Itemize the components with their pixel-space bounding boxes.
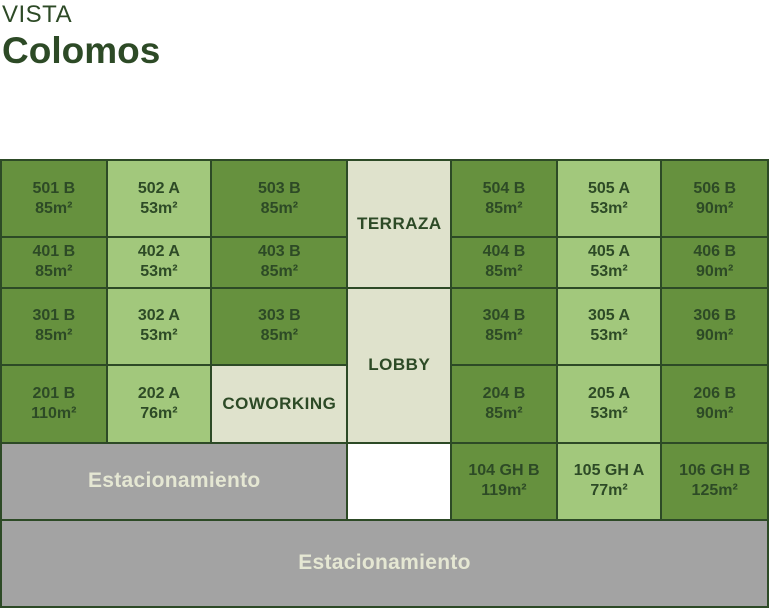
- unit-area: 85m²: [35, 327, 73, 345]
- unit-label: 305 A: [588, 307, 631, 325]
- unit-label: 403 B: [258, 243, 301, 261]
- unit-label: 205 A: [588, 384, 631, 402]
- unit-label: 304 B: [482, 307, 526, 325]
- unit-area: 53m²: [140, 327, 178, 345]
- unit-label: 201 B: [32, 384, 76, 402]
- unit-area: 53m²: [140, 263, 178, 281]
- unit-label: 406 B: [693, 243, 737, 261]
- unit-201[interactable]: 201 B 110m²: [2, 365, 106, 442]
- unit-area: 125m²: [691, 482, 738, 500]
- unit-401[interactable]: 401 B 85m²: [2, 238, 106, 287]
- unit-label: 505 A: [588, 179, 631, 197]
- unit-506[interactable]: 506 B 90m²: [662, 161, 767, 237]
- unit-area: 85m²: [260, 199, 299, 217]
- unit-area: 85m²: [35, 263, 73, 281]
- unit-area: 90m²: [696, 327, 734, 345]
- amenity-terraza[interactable]: TERRAZA: [348, 161, 451, 287]
- unit-302[interactable]: 302 A 53m²: [107, 288, 211, 364]
- unit-402[interactable]: 402 A 53m²: [107, 238, 211, 287]
- unit-label: 105 GH A: [573, 462, 645, 480]
- unit-area: 53m²: [590, 263, 628, 281]
- parking-label: Estacionamiento: [87, 469, 261, 493]
- unit-304[interactable]: 304 B 85m²: [452, 288, 556, 364]
- unit-label: 204 B: [482, 384, 526, 402]
- unit-306[interactable]: 306 B 90m²: [662, 288, 767, 364]
- unit-label: 506 B: [693, 179, 737, 197]
- unit-label: 106 GH B: [679, 462, 751, 480]
- unit-305[interactable]: 305 A 53m²: [557, 288, 661, 364]
- unit-area: 85m²: [485, 263, 523, 281]
- unit-label: 405 A: [588, 243, 631, 261]
- unit-206[interactable]: 206 B 90m²: [662, 365, 767, 442]
- empty-space: [348, 443, 451, 519]
- unit-label: 503 B: [258, 179, 301, 197]
- unit-area: 53m²: [590, 199, 628, 217]
- unit-301[interactable]: 301 B 85m²: [2, 288, 106, 364]
- unit-area: 85m²: [485, 404, 523, 422]
- unit-204[interactable]: 204 B 85m²: [452, 365, 556, 442]
- unit-label: 401 B: [32, 243, 76, 261]
- unit-105[interactable]: 105 GH A 77m²: [557, 443, 661, 519]
- unit-503[interactable]: 503 B 85m²: [212, 161, 347, 237]
- building-floor-plan: 501 B 85m² 502 A 53m² 503 B 85m² TERRAZA…: [0, 159, 769, 608]
- unit-area: 53m²: [590, 404, 628, 422]
- unit-area: 85m²: [485, 199, 523, 217]
- unit-area: 85m²: [260, 263, 299, 281]
- unit-403[interactable]: 403 B 85m²: [212, 238, 347, 287]
- unit-area: 85m²: [35, 199, 73, 217]
- header-title: Colomos: [2, 30, 161, 71]
- unit-area: 110m²: [31, 404, 77, 422]
- amenity-coworking[interactable]: COWORKING: [212, 365, 347, 442]
- unit-label: 504 B: [482, 179, 526, 197]
- parking-label: Estacionamiento: [298, 551, 471, 575]
- unit-label: 301 B: [32, 307, 76, 325]
- unit-area: 77m²: [590, 482, 628, 500]
- unit-406[interactable]: 406 B 90m²: [662, 238, 767, 287]
- amenity-label: COWORKING: [222, 393, 337, 413]
- unit-303[interactable]: 303 B 85m²: [212, 288, 347, 364]
- header-subtitle: VISTA: [2, 1, 73, 28]
- unit-area: 85m²: [260, 327, 299, 345]
- unit-area: 90m²: [696, 404, 734, 422]
- unit-area: 90m²: [696, 199, 734, 217]
- unit-405[interactable]: 405 A 53m²: [557, 238, 661, 287]
- parking-level-1[interactable]: Estacionamiento: [2, 443, 347, 519]
- unit-area: 53m²: [590, 327, 628, 345]
- unit-504[interactable]: 504 B 85m²: [452, 161, 556, 237]
- unit-501[interactable]: 501 B 85m²: [2, 161, 106, 237]
- parking-basement[interactable]: Estacionamiento: [2, 520, 767, 606]
- unit-502[interactable]: 502 A 53m²: [107, 161, 211, 237]
- unit-label: 402 A: [137, 243, 180, 261]
- amenity-lobby[interactable]: LOBBY: [348, 288, 451, 442]
- unit-label: 202 A: [137, 384, 180, 402]
- unit-104[interactable]: 104 GH B 119m²: [452, 443, 556, 519]
- unit-area: 85m²: [485, 327, 523, 345]
- unit-205[interactable]: 205 A 53m²: [557, 365, 661, 442]
- amenity-label: LOBBY: [368, 355, 431, 375]
- unit-label: 303 B: [258, 307, 301, 325]
- unit-label: 306 B: [693, 307, 737, 325]
- unit-label: 502 A: [137, 179, 180, 197]
- unit-404[interactable]: 404 B 85m²: [452, 238, 556, 287]
- unit-label: 302 A: [137, 307, 180, 325]
- amenity-label: TERRAZA: [356, 213, 442, 233]
- unit-label: 501 B: [32, 179, 76, 197]
- unit-area: 90m²: [696, 263, 734, 281]
- unit-area: 76m²: [140, 404, 178, 422]
- unit-area: 119m²: [481, 482, 527, 500]
- unit-505[interactable]: 505 A 53m²: [557, 161, 661, 237]
- unit-area: 53m²: [140, 199, 178, 217]
- unit-106[interactable]: 106 GH B 125m²: [662, 443, 767, 519]
- unit-label: 206 B: [693, 384, 737, 402]
- unit-label: 404 B: [482, 243, 526, 261]
- unit-202[interactable]: 202 A 76m²: [107, 365, 211, 442]
- unit-label: 104 GH B: [468, 462, 540, 480]
